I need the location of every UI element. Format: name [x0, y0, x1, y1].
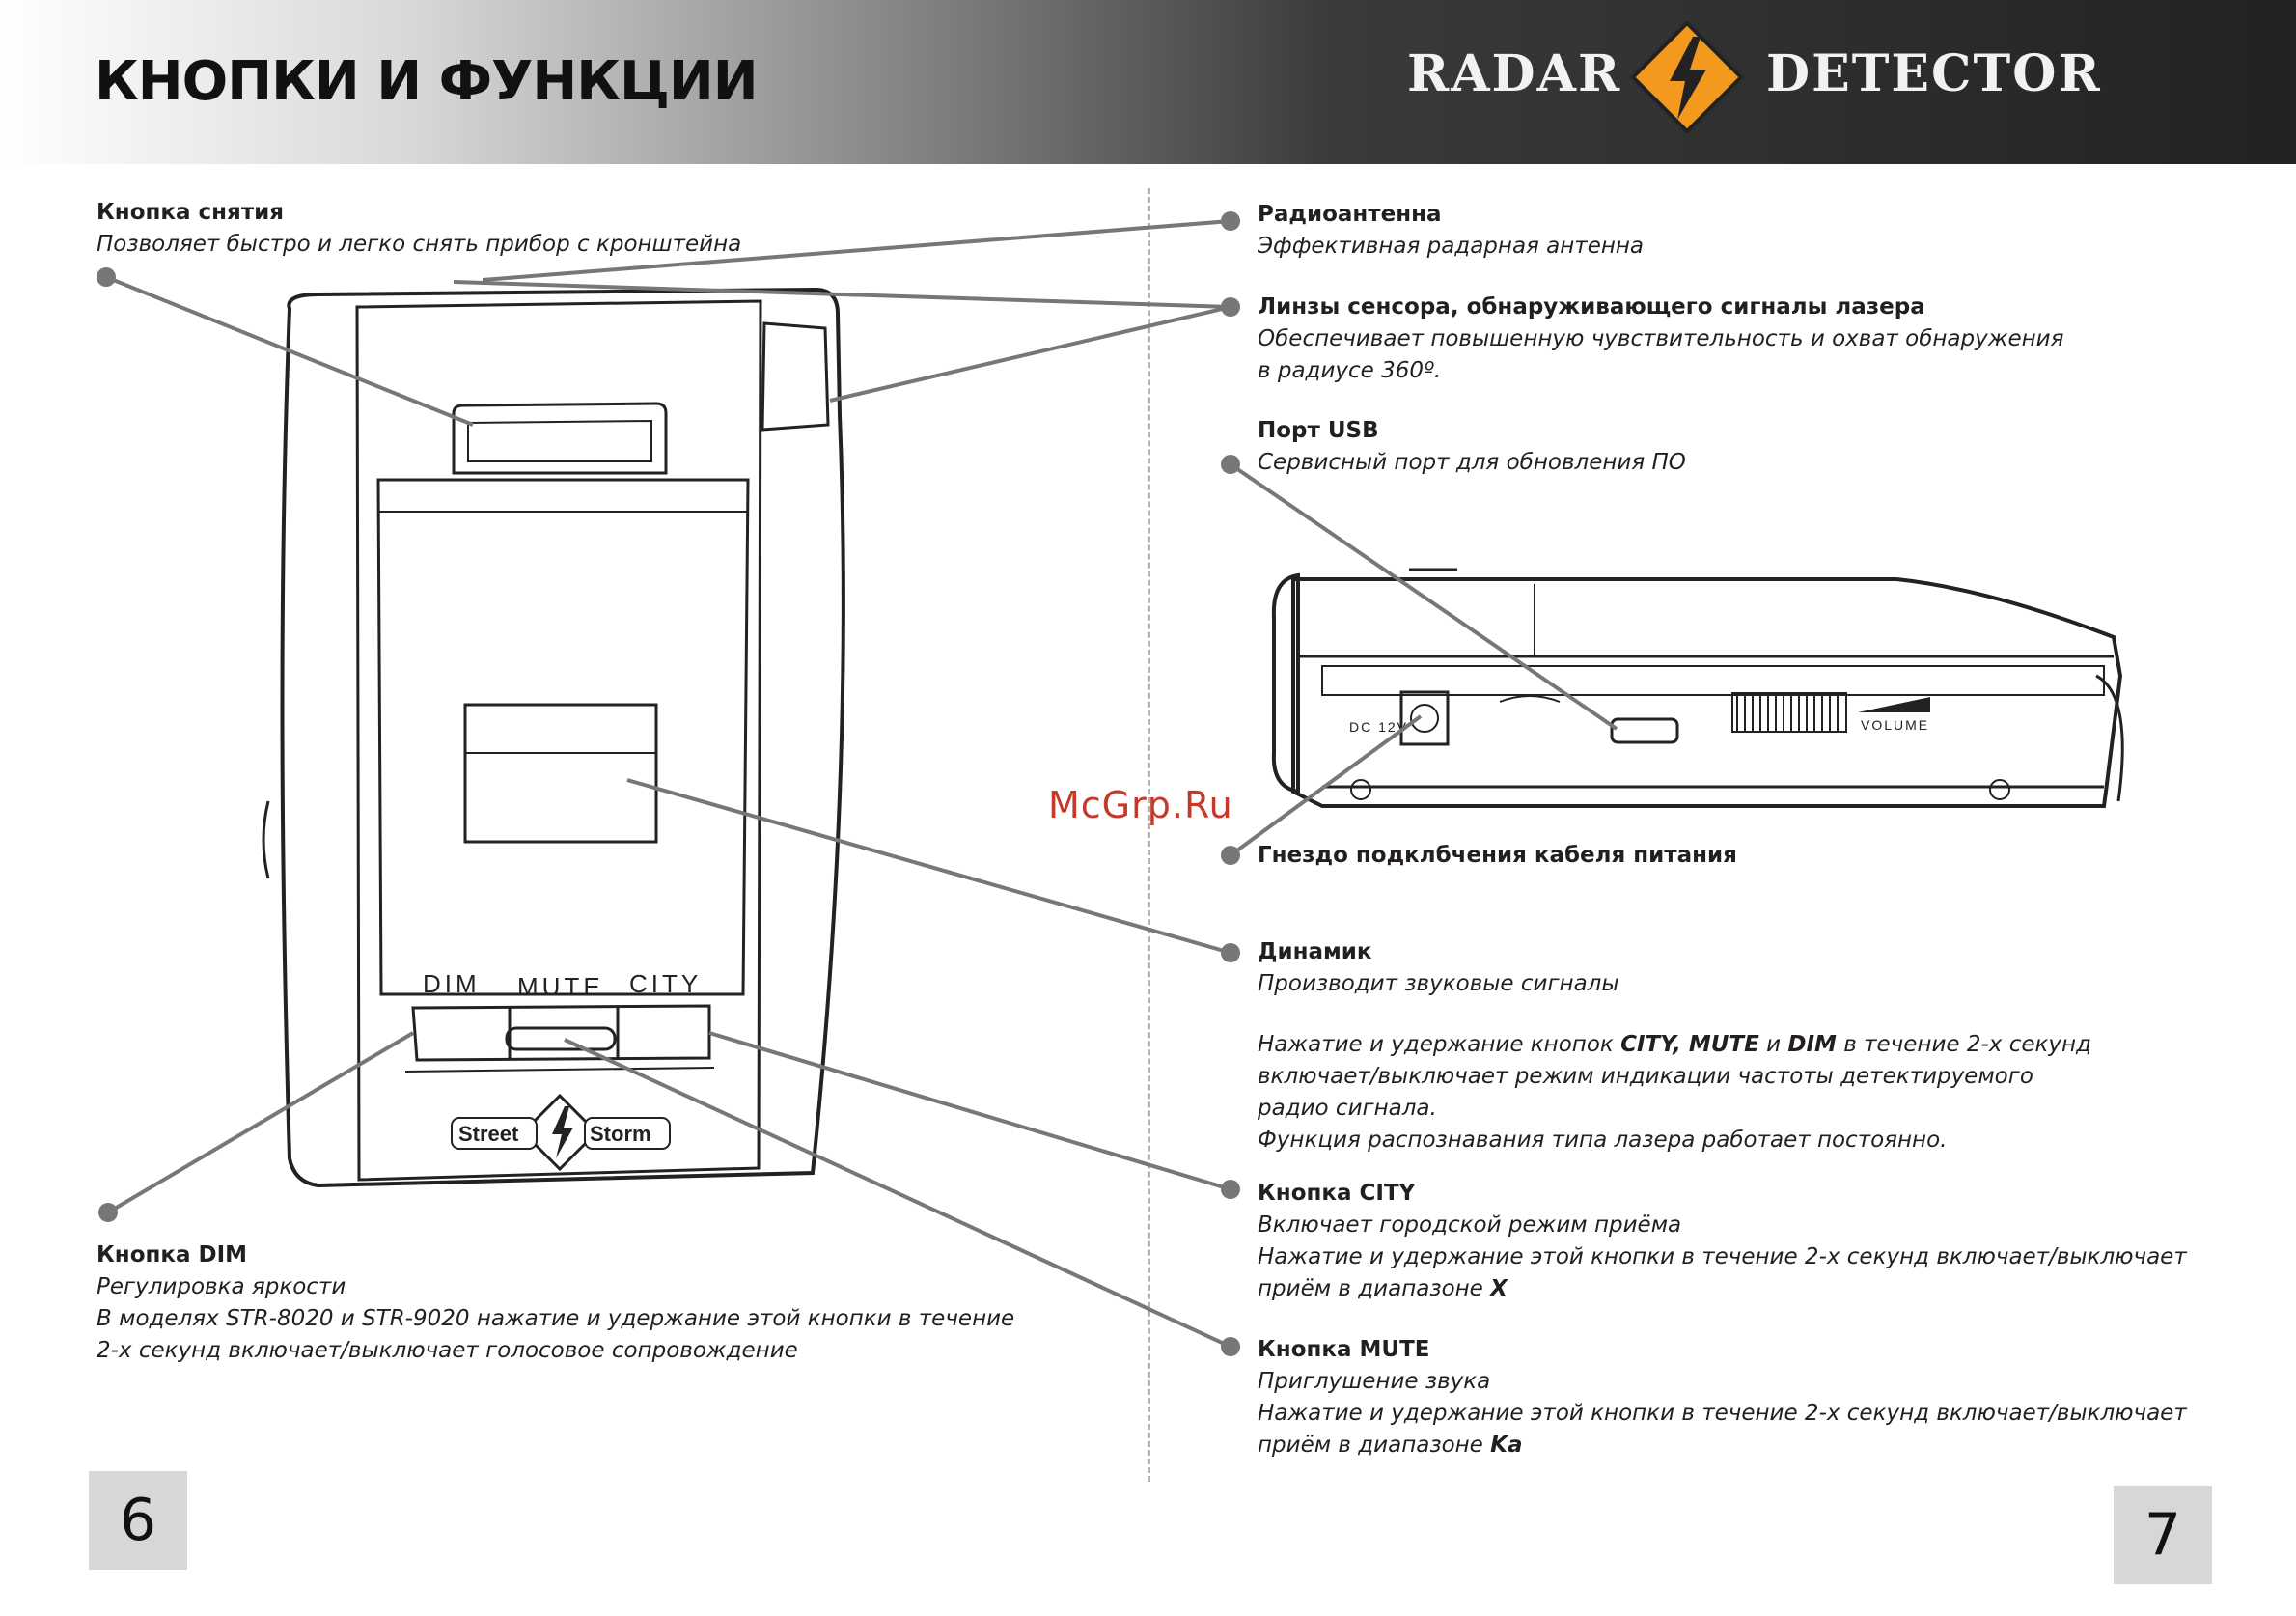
antenna-desc: Эффективная радарная антенна: [1258, 234, 1645, 259]
front-logo-storm: Storm: [590, 1122, 651, 1146]
release-button-title: Кнопка снятия: [97, 200, 285, 225]
note-line3: радио сигнала.: [1258, 1096, 1437, 1121]
city-button-desc2: Нажатие и удержание этой кнопки в течени…: [1258, 1244, 2187, 1269]
power-socket-block: Гнездо подклбчения кабеля питания: [1258, 840, 1737, 872]
mute-button-desc2: Нажатие и удержание этой кнопки в течени…: [1258, 1401, 2187, 1426]
mute-button-desc1: Приглушение звука: [1258, 1369, 1491, 1394]
device-side-view: [1271, 568, 2124, 808]
release-button-block: Кнопка снятия Позволяет быстро и легко с…: [97, 197, 741, 261]
usb-port-block: Порт USB Сервисный порт для обновления П…: [1258, 415, 1686, 479]
mute-button-block: Кнопка MUTE Приглушение звука Нажатие и …: [1258, 1334, 2187, 1462]
usb-port-title: Порт USB: [1258, 418, 1379, 443]
city-button-desc1: Включает городской режим приёма: [1258, 1212, 1682, 1238]
page-title: КНОПКИ И ФУНКЦИИ: [95, 50, 759, 113]
laser-lens-title: Линзы сенсора, обнаруживающего сигналы л…: [1258, 294, 1925, 320]
header-bar: [0, 0, 2296, 164]
page-divider: [1148, 188, 1150, 1482]
frequency-note-block: Нажатие и удержание кнопок CITY, MUTE и …: [1258, 1029, 2091, 1156]
speaker-title: Динамик: [1258, 939, 1372, 964]
page-number-right: 7: [2114, 1486, 2212, 1584]
dim-button-title: Кнопка DIM: [97, 1242, 248, 1268]
speaker-block: Динамик Производит звуковые сигналы: [1258, 936, 1619, 1000]
speaker-desc: Производит звуковые сигналы: [1258, 971, 1619, 996]
laser-lens-desc2: в радиусе 360º.: [1258, 358, 1442, 383]
device-front-view: [262, 287, 845, 1188]
front-mute-label: MUTE: [517, 972, 604, 1001]
note-line2: включает/выключает режим индикации часто…: [1258, 1064, 2033, 1089]
note-line1: Нажатие и удержание кнопок CITY, MUTE и …: [1258, 1032, 2091, 1057]
city-button-desc3: приём в диапазоне X: [1258, 1276, 1508, 1301]
brand-detector-text: DETECTOR: [1766, 44, 2102, 103]
note-line4: Функция распознавания типа лазера работа…: [1258, 1128, 1948, 1153]
city-button-block: Кнопка CITY Включает городской режим при…: [1258, 1178, 2187, 1305]
side-volume-label: VOLUME: [1861, 717, 1929, 733]
page-number-left: 6: [89, 1471, 187, 1570]
dim-button-desc3: 2-х секунд включает/выключает голосовое …: [97, 1338, 798, 1363]
antenna-title: Радиоантенна: [1258, 202, 1442, 227]
front-logo-street: Street: [458, 1122, 519, 1146]
watermark: McGrp.Ru: [1048, 784, 1233, 826]
dim-button-desc2: В моделях STR-8020 и STR-9020 нажатие и …: [97, 1306, 1015, 1331]
side-dc-label: DC 12V: [1349, 719, 1408, 735]
lightning-diamond-logo-icon: [1630, 20, 1744, 134]
mute-button-title: Кнопка MUTE: [1258, 1337, 1430, 1362]
dim-button-block: Кнопка DIM Регулировка яркости В моделях…: [97, 1240, 1014, 1367]
front-city-label: CITY: [629, 969, 702, 998]
city-button-title: Кнопка CITY: [1258, 1181, 1416, 1206]
laser-lens-block: Линзы сенсора, обнаруживающего сигналы л…: [1258, 292, 2063, 387]
front-dim-label: DIM: [423, 969, 481, 998]
dim-button-desc1: Регулировка яркости: [97, 1274, 346, 1299]
callout-dots: [97, 211, 1240, 1356]
power-socket-title: Гнездо подклбчения кабеля питания: [1258, 843, 1737, 868]
brand-radar-text: RADAR: [1407, 44, 1622, 103]
release-button-desc: Позволяет быстро и легко снять прибор с …: [97, 232, 742, 257]
mute-button-desc3: приём в диапазоне Ka: [1258, 1433, 1523, 1458]
antenna-block: Радиоантенна Эффективная радарная антенн…: [1258, 199, 1644, 263]
usb-port-desc: Сервисный порт для обновления ПО: [1258, 450, 1686, 475]
laser-lens-desc1: Обеспечивает повышенную чувствительность…: [1258, 326, 2064, 351]
callout-lines: [105, 219, 1618, 1349]
